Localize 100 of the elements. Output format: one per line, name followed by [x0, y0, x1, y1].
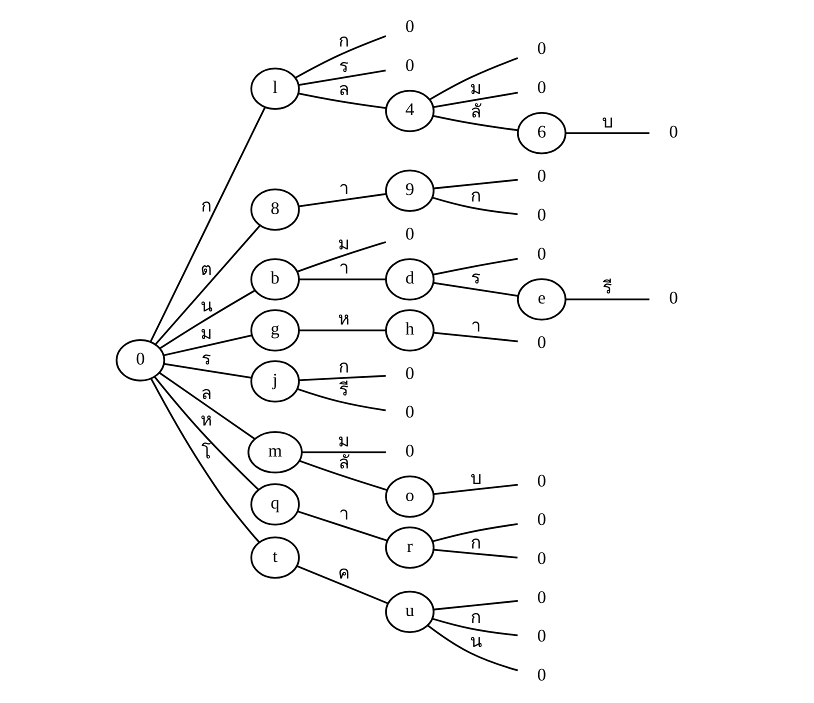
node-ellipse: t — [250, 536, 300, 578]
node-text: 0 — [405, 222, 414, 243]
connector — [432, 522, 518, 542]
connector — [150, 106, 266, 342]
edge-label: ม — [470, 78, 482, 99]
connector — [297, 240, 386, 272]
connector — [295, 34, 386, 78]
edge-label: ก — [338, 356, 350, 377]
node-ellipse: m — [248, 430, 303, 473]
node-text: 0 — [669, 120, 678, 141]
node-ellipse: 4 — [385, 89, 435, 132]
node-ellipse: 9 — [385, 169, 435, 212]
connector — [298, 92, 386, 108]
edge-label: บ — [470, 468, 482, 489]
connector — [433, 91, 518, 108]
edge-label: ก — [470, 607, 482, 628]
edge-label: รี — [602, 278, 613, 298]
connector — [150, 378, 260, 542]
edge-label: า — [338, 258, 349, 278]
node-ellipse: o — [385, 475, 435, 518]
node-text: 0 — [537, 586, 546, 606]
node-text: 0 — [537, 625, 546, 646]
node-text: 0 — [537, 165, 546, 186]
edge-label: า — [338, 504, 349, 524]
edge-label: น — [470, 632, 482, 652]
node-ellipse: u — [385, 590, 435, 633]
node-ellipse: g — [250, 308, 300, 352]
edge-label: ห — [338, 309, 350, 330]
edge-label: ม — [338, 234, 350, 254]
connector — [298, 69, 386, 86]
connector — [432, 617, 518, 636]
connector — [566, 298, 650, 300]
connector — [154, 224, 261, 345]
node-text: 0 — [405, 401, 414, 422]
connector — [432, 114, 518, 131]
edge-label: ก — [470, 532, 482, 553]
connector — [302, 450, 386, 453]
edge-label: ม — [338, 431, 350, 452]
connector — [298, 374, 386, 381]
connector — [297, 388, 386, 411]
connector — [298, 510, 388, 541]
edge-label: ห — [200, 410, 212, 430]
node-text: 0 — [405, 362, 414, 382]
node-text: 0 — [537, 204, 546, 224]
connector — [429, 56, 518, 100]
connector — [433, 178, 518, 189]
edge-label: ต — [200, 259, 212, 280]
edge-label: ม — [200, 324, 212, 344]
node-ellipse: 0 — [116, 338, 166, 381]
connector — [158, 371, 256, 440]
node-ellipse: 6 — [516, 111, 566, 154]
edge-label: ลั — [470, 102, 482, 122]
edge-label: ก — [470, 186, 482, 206]
edge-label: ค — [338, 562, 350, 583]
connector — [160, 289, 256, 349]
node-ellipse: r — [385, 526, 435, 568]
connector — [299, 459, 388, 490]
connector — [164, 362, 252, 378]
node-text: 0 — [537, 242, 546, 263]
node-ellipse: j — [250, 360, 300, 402]
node-text: 0 — [537, 470, 546, 490]
edge-label: ร — [470, 268, 481, 288]
edge-label: รี — [338, 380, 349, 400]
node-ellipse: h — [385, 308, 435, 352]
node-text: 0 — [537, 548, 546, 568]
edge-label: ร — [201, 349, 212, 370]
connector — [299, 329, 386, 331]
connector — [433, 483, 518, 494]
connector — [433, 331, 518, 342]
connector — [154, 376, 260, 490]
node-ellipse: 8 — [250, 188, 300, 230]
node-ellipse: l — [250, 67, 300, 110]
connector — [296, 564, 388, 604]
node-text: 0 — [537, 508, 546, 529]
node-ellipse: e — [516, 278, 566, 320]
edge-label: บ — [602, 112, 614, 132]
node-text: 0 — [405, 440, 414, 460]
edge-label: ล — [200, 383, 212, 404]
node-text: 0 — [537, 38, 546, 58]
edge-label: ก — [338, 30, 350, 51]
node-text: 0 — [669, 287, 678, 308]
connector — [434, 548, 518, 558]
edge-label: า — [470, 316, 481, 336]
connector — [432, 196, 518, 215]
connector — [566, 132, 650, 134]
node-text: 0 — [537, 664, 546, 684]
connector — [433, 282, 518, 296]
node-ellipse: q — [250, 482, 300, 526]
edge-label: า — [338, 178, 349, 198]
connector — [298, 192, 386, 207]
edge-label: ร — [338, 56, 349, 76]
connector — [432, 257, 518, 276]
connector — [299, 278, 386, 280]
edge-label: น — [200, 296, 212, 316]
node-ellipse: d — [385, 258, 435, 300]
edge-label: ล — [338, 80, 350, 100]
edge-label: โ — [201, 443, 212, 464]
node-text: 0 — [405, 16, 414, 36]
connector — [164, 334, 252, 356]
node-ellipse: b — [250, 258, 300, 300]
